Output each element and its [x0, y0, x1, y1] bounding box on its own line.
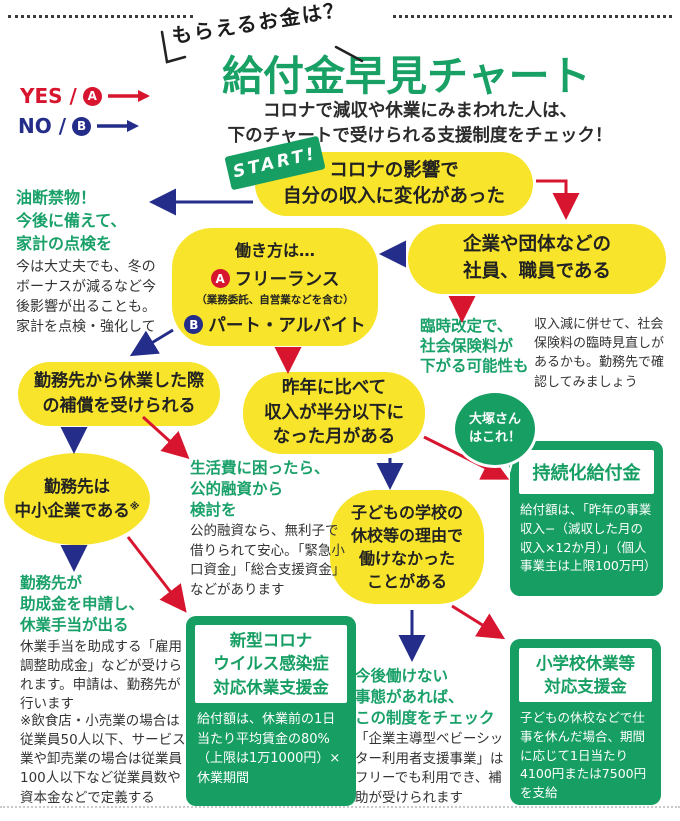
top-dotted-line-right [393, 15, 672, 18]
legend-no-label: NO / [18, 114, 67, 138]
benefit-school-closure: 小学校休業等 対応支援金 子どもの休校などで仕事を休んだ場合、期間に応じて1日当… [510, 639, 661, 805]
legend-yes-label: YES / [20, 84, 77, 108]
advice-babysitter-heading: 今後働けない 事態があれば、 この制度をチェック [355, 667, 495, 727]
subtitle: コロナで減収や休業にみまわれた人は、 下のチャートで受けられる支援制度をチェック… [227, 101, 613, 147]
legend-yes: YES / A [20, 84, 150, 108]
node-leave-compensation: 勤務先から休業した際 の補償を受けられる [18, 362, 220, 426]
sme-definition-note: ※飲食店・小売業の場合は従業員50人以下、サービス業や卸売業の場合は従業員100… [20, 713, 186, 806]
yes-arrow-q1-to-q2 [536, 179, 580, 220]
benefit-jizokuka-title: 持続化給付金 [519, 450, 654, 494]
benefit-leave-support-body: 給付額は、休業前の1日当たり平均賃金の80%（上限は1万1000円）×休業期間 [197, 712, 341, 786]
benefit-jizokuka-body: 給付額は、「昨年の事業収入−（減収した月の収入×12か月）」（個人事業主は上限1… [520, 502, 657, 574]
badge-a-icon: A [210, 269, 230, 288]
benefit-jizokuka: 持続化給付金 給付額は、「昨年の事業収入−（減収した月の収入×12か月）」（個人… [510, 441, 663, 596]
option-b-label: パート・アルバイト [208, 316, 366, 336]
advice-public-loan-heading: 生活費に困ったら、 公的融資から 検討を [190, 459, 330, 519]
bottom-dotted-line [0, 806, 680, 808]
advice-babysitter-body: 「企業主導型ベビーシッター利用者支援事業」はフリーでも利用でき、補助が受けられま… [355, 731, 504, 806]
badge-b-icon: B [72, 116, 92, 136]
work-style-heading: 働き方は… [234, 241, 315, 260]
node-sme-employer: 勤務先は 中小企業である※ [4, 453, 150, 545]
sme-footnote-mark: ※ [129, 501, 140, 513]
advice-insurance-body: 収入減に併せて、社会保険料の臨時見直しがあるかも。勤務先で確認してみましょう [534, 317, 665, 390]
advice-budget-check-heading: 油断禁物！ 今後に備えて、 家計の点検を [16, 188, 127, 254]
advice-insurance-heading: 臨時改定で、 社会保険料が 下がる可能性も [420, 317, 529, 376]
node-school-closure: 子どもの学校の 休校等の理由で 働けなかった ことがある [330, 490, 484, 604]
node-company-employee: 企業や団体などの 社員、職員である [408, 224, 666, 294]
advice-public-loan-body: 公的融資なら、無利子で借りられて安心。「緊急小口資金」「総合支援資金」などがあり… [190, 523, 346, 598]
benefit-leave-support-title: 新型コロナ ウイルス感染症 対応休業支援金 [195, 625, 347, 703]
top-dotted-line-left [8, 15, 193, 18]
option-a-label: フリーランス [234, 270, 340, 290]
yes-arrow-icon [107, 90, 150, 102]
benefit-school-closure-title: 小学校休業等 対応支援金 [519, 648, 652, 702]
benefit-school-closure-body: 子どもの休校などで仕事を休んだ場合、期間に応じて1日当たり4100円または750… [520, 710, 647, 800]
badge-b-icon: B [184, 315, 204, 334]
benefit-leave-support: 新型コロナ ウイルス感染症 対応休業支援金 給付額は、休業前の1日当たり平均賃金… [186, 616, 356, 806]
node-work-style: 働き方は… A フリーランス （業務委託、自営業などを含む） B パート・アルバ… [172, 228, 378, 346]
work-style-option-b: B パート・アルバイト [184, 312, 366, 337]
no-arrow-icon [97, 120, 140, 132]
sme-text: 勤務先は 中小企業である [14, 477, 130, 520]
advice-employer-subsidy-body: 休業手当を助成する「雇用調整助成金」などが受けられます。申請は、勤務先が行います [20, 639, 182, 713]
node-income-halved: 昨年に比べて 収入が半分以下に なった月がある [243, 372, 425, 454]
yes-arrow-q7-to-school-benefit [451, 604, 506, 640]
legend-no: NO / B [18, 114, 140, 138]
advice-budget-check-body: 今は大丈夫でも、冬のボーナスが減るなど今後影響が出ることも。家計を点検・強化して [16, 259, 156, 335]
option-a-note: （業務委託、自営業などを含む） [196, 294, 354, 306]
badge-a-icon: A [82, 86, 102, 106]
page-title: 給付金早見チャート [222, 52, 591, 100]
otsuka-bubble: 大塚さん はこれ！ [452, 390, 538, 468]
work-style-option-a: A フリーランス [210, 266, 340, 291]
advice-employer-subsidy-heading: 勤務先が 助成金を申請し、 休業手当が出る [20, 574, 145, 634]
